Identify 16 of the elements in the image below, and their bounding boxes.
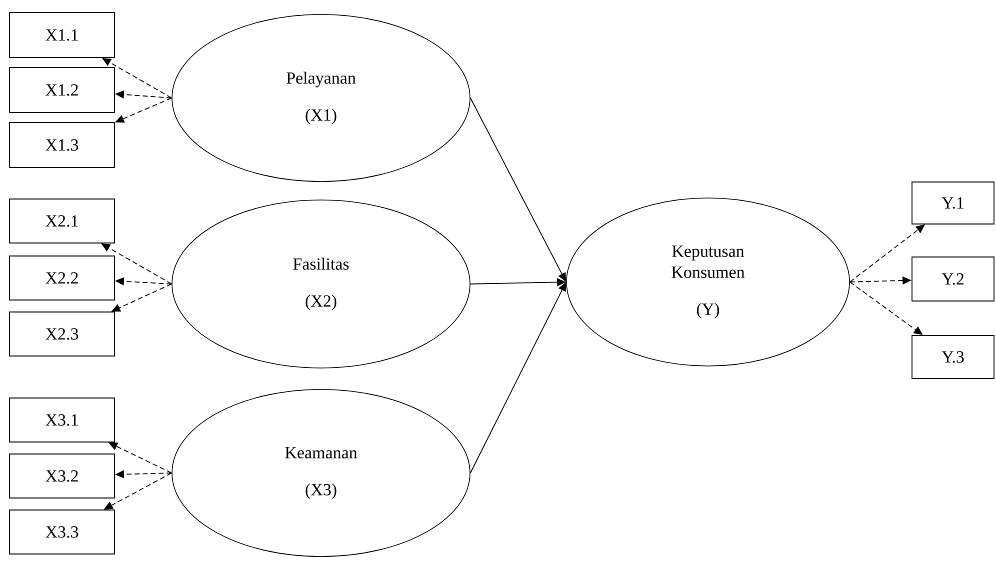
ellipse-node: Keamanan (X3) — [172, 389, 470, 557]
indicator-box: X3.2 — [9, 454, 115, 498]
indicator-box: X3.1 — [9, 398, 115, 442]
ellipse-node: Keputusan Konsumen (Y) — [566, 198, 850, 366]
ellipse-node: Pelayanan (X1) — [172, 14, 470, 182]
indicator-box: X2.3 — [9, 312, 115, 356]
indicator-box: X1.3 — [9, 122, 115, 168]
indicator-box: X1.1 — [9, 12, 115, 58]
indicator-box: X2.1 — [9, 198, 115, 244]
indicator-box: Y.3 — [912, 335, 994, 379]
indicator-box: X1.2 — [9, 67, 115, 113]
indicator-box: Y.1 — [912, 182, 994, 224]
indicator-box: X3.3 — [9, 510, 115, 554]
ellipse-node: Fasilitas (X2) — [172, 200, 470, 368]
indicator-box: X2.2 — [9, 256, 115, 300]
indicator-box: Y.2 — [912, 256, 994, 302]
